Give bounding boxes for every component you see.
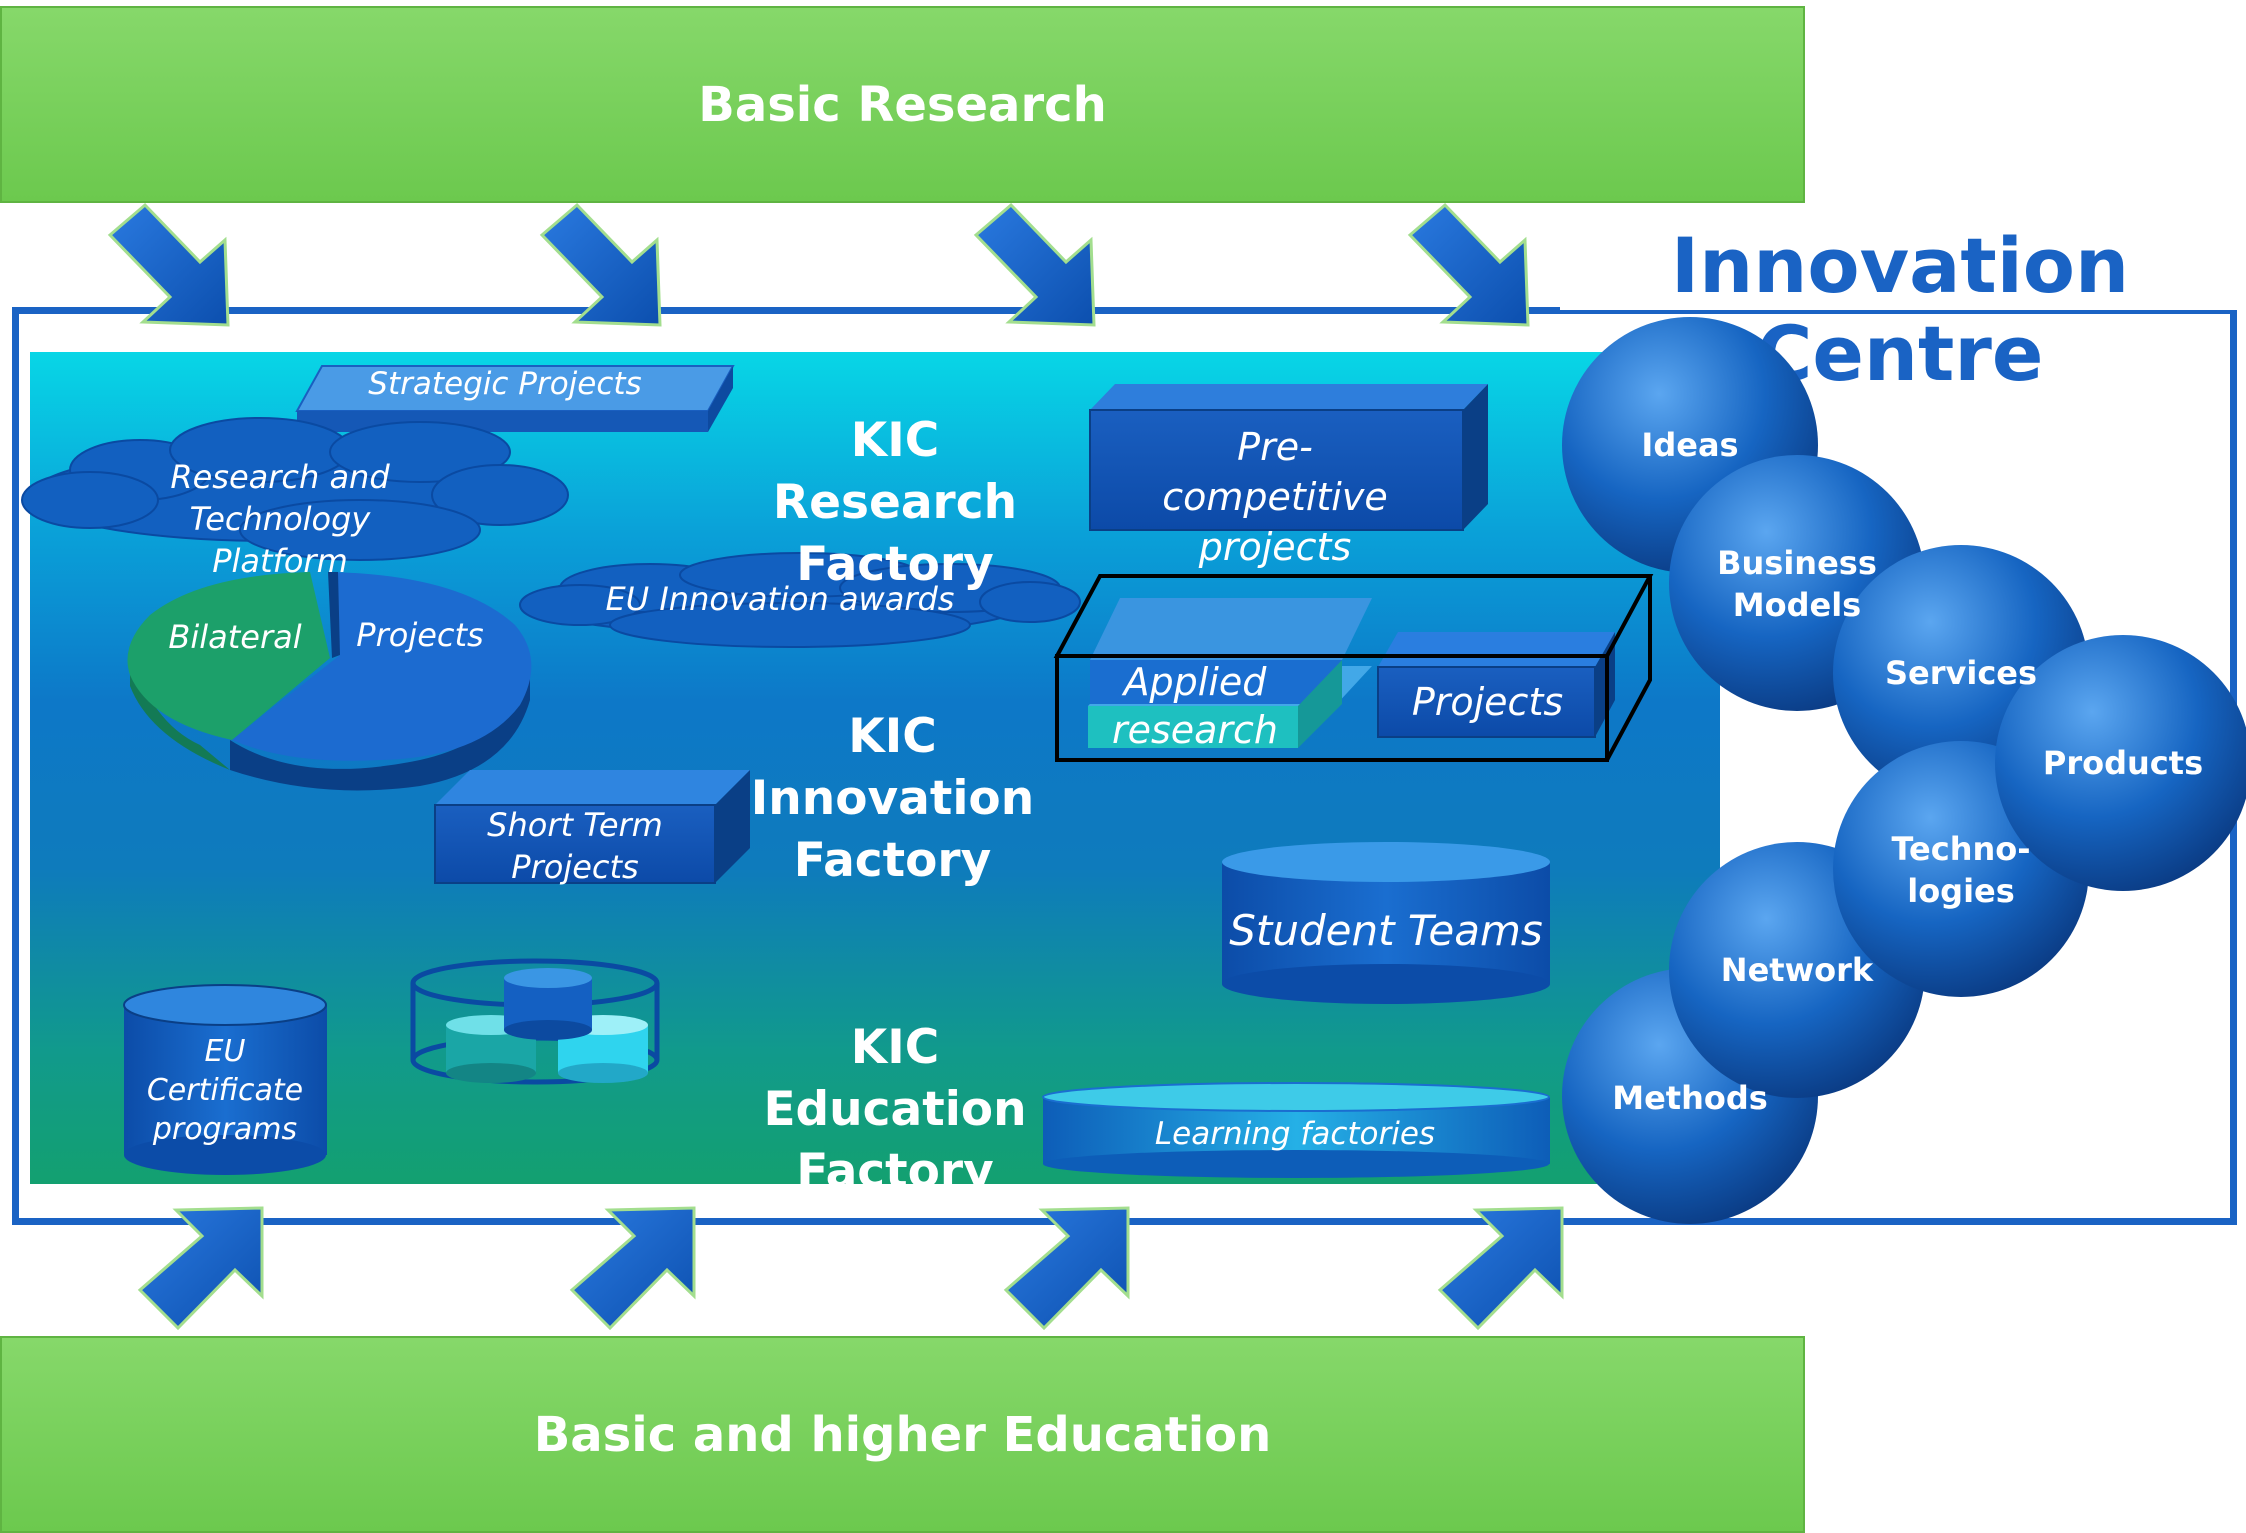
outcome-spheres <box>1562 317 2246 1224</box>
cylinder-cluster <box>410 958 660 1085</box>
student-teams-label: Student Teams <box>1229 906 1543 955</box>
learning-factories-cylinder <box>1042 1082 1550 1178</box>
projects-pie-label: Projects <box>356 616 484 654</box>
up-arrow-4 <box>1437 1206 1564 1331</box>
basic-research-band: Basic Research <box>0 6 1805 203</box>
learning-factories-label: Learning factories <box>1154 1116 1436 1152</box>
down-arrow-1 <box>107 202 230 327</box>
kic-research-factory-label: KIC Research Factory <box>772 413 1018 592</box>
pie-projects-slice <box>232 572 532 761</box>
sphere-products <box>1995 635 2246 891</box>
top-arrows <box>107 202 1530 327</box>
projects-pie <box>127 572 532 791</box>
eu-certificate-cylinder <box>123 984 327 1175</box>
kic-innovation-factory-label: KIC Innovation Factory <box>750 709 1035 888</box>
research-platform-cloud <box>21 417 569 561</box>
research-platform-label: Research and Technology Platform <box>170 458 390 580</box>
up-arrow-1 <box>137 1206 264 1331</box>
eu-awards-label: EU Innovation awards <box>605 580 955 618</box>
applied-research-group <box>1053 574 1654 762</box>
bottom-arrows <box>137 1206 1564 1331</box>
up-arrow-2 <box>569 1206 696 1331</box>
down-arrow-2 <box>539 202 662 327</box>
strategic-projects-slab <box>295 365 735 432</box>
outcome-services-label: Services <box>1884 654 2038 692</box>
student-teams-cylinder <box>1222 842 1550 1004</box>
basic-research-label: Basic Research <box>698 76 1107 133</box>
eu-certificate-label: EU Certificate programs <box>146 1034 304 1147</box>
short-term-label: Short Term Projects <box>487 806 663 886</box>
eu-awards-cloud <box>519 552 1081 648</box>
strategic-projects-label: Strategic Projects <box>368 366 642 402</box>
outcome-business-models-label: Business Models <box>1717 544 1877 624</box>
outcome-ideas-label: Ideas <box>1641 426 1739 464</box>
outcome-methods-label: Methods <box>1612 1079 1768 1117</box>
kic-education-factory-label: KIC Education Factory <box>763 1020 1027 1199</box>
basic-education-label: Basic and higher Education <box>533 1406 1272 1463</box>
pre-competitive-label: Pre-competitive projects <box>1162 425 1388 569</box>
outcome-products-label: Products <box>2042 744 2204 782</box>
innovation-centre-title: Innovation Centre <box>1560 222 2240 398</box>
outcome-network-label: Network <box>1720 951 1874 989</box>
down-arrow-3 <box>973 202 1096 327</box>
outcome-technologies-label: Techno-logies <box>1891 830 2031 910</box>
down-arrow-4 <box>1407 202 1530 327</box>
up-arrow-3 <box>1003 1206 1130 1331</box>
pie-bilateral-slice <box>127 572 330 740</box>
short-term-box <box>434 770 750 884</box>
projects-box-label: Projects <box>1411 680 1564 724</box>
pre-competitive-box <box>1089 384 1488 531</box>
bilateral-label: Bilateral <box>168 618 302 656</box>
applied-research-label: Applied research <box>1111 660 1279 752</box>
